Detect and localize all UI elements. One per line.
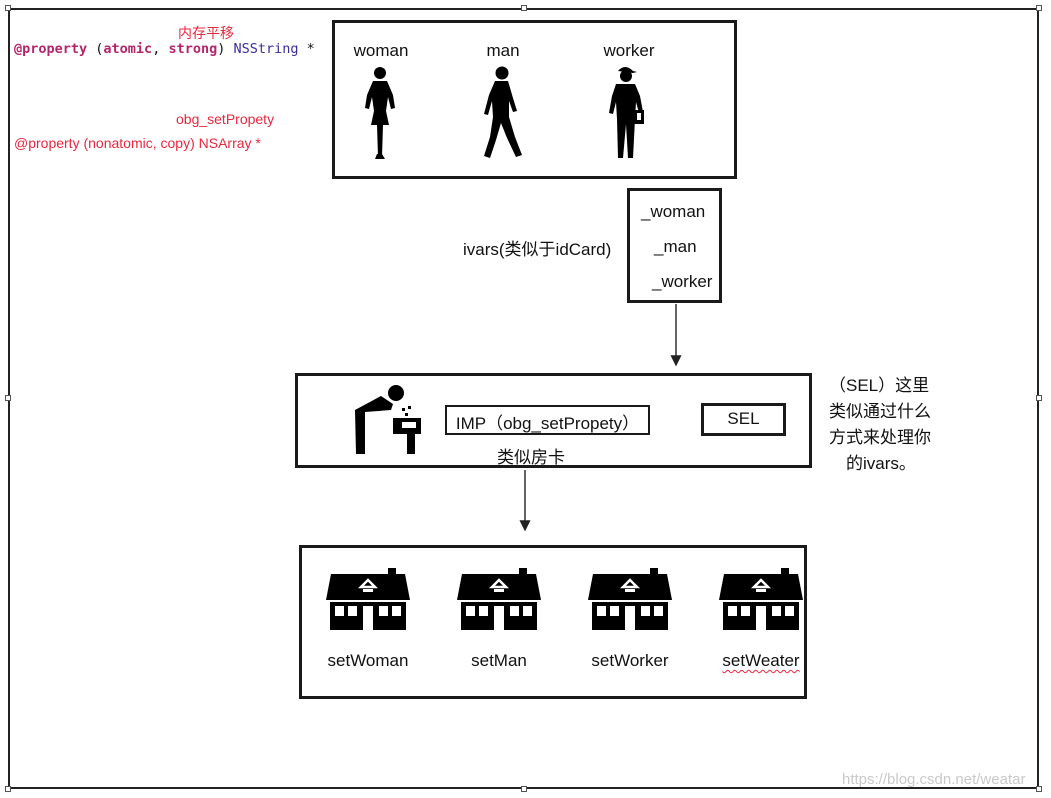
ivars-box bbox=[627, 188, 722, 303]
ivar-man: _man bbox=[654, 237, 697, 256]
worker-icon bbox=[606, 64, 652, 160]
property-declaration-atomic: @property (atomic, strong) NSString * bbox=[14, 41, 315, 57]
house-label-setwoman: setWoman bbox=[327, 651, 409, 670]
watermark: https://blog.csdn.net/weatar bbox=[842, 771, 1026, 788]
sel-note-line-1: （SEL）这里 bbox=[829, 376, 930, 395]
house-icon bbox=[587, 567, 673, 631]
room-card-caption: 类似房卡 bbox=[497, 448, 565, 467]
resize-handle-top-right[interactable] bbox=[1036, 5, 1042, 11]
resize-handle-bottom[interactable] bbox=[521, 786, 527, 792]
ivar-worker: _worker bbox=[652, 272, 713, 291]
sel-box bbox=[701, 403, 786, 436]
sel-note-line-3: 方式来处理你 bbox=[829, 428, 931, 447]
house-label-setweater: setWeater bbox=[722, 651, 800, 670]
man-icon bbox=[482, 65, 526, 160]
house-label-setworker: setWorker bbox=[591, 651, 669, 670]
woman-icon bbox=[358, 65, 402, 160]
house-icon bbox=[456, 567, 542, 631]
person-label-worker: worker bbox=[603, 41, 655, 60]
ivars-caption: ivars(类似于idCard) bbox=[463, 240, 612, 259]
drinking-fountain-icon bbox=[353, 382, 423, 454]
resize-handle-right[interactable] bbox=[1036, 395, 1042, 401]
resize-handle-bottom-left[interactable] bbox=[5, 786, 11, 792]
sel-label: SEL bbox=[727, 409, 760, 428]
resize-handle-top[interactable] bbox=[521, 5, 527, 11]
memory-offset-note: 内存平移 bbox=[178, 25, 234, 41]
setter-name-note: obg_setPropety bbox=[176, 111, 275, 127]
sel-note-line-2: 类似通过什么 bbox=[829, 402, 931, 421]
person-label-man: man bbox=[486, 41, 520, 60]
house-icon bbox=[718, 567, 804, 631]
imp-label: IMP（obg_setPropety） bbox=[455, 414, 640, 433]
person-label-woman: woman bbox=[353, 41, 409, 60]
resize-handle-bottom-right[interactable] bbox=[1036, 786, 1042, 792]
people-box bbox=[332, 20, 737, 179]
resize-handle-top-left[interactable] bbox=[5, 5, 11, 11]
ivar-woman: _woman bbox=[641, 202, 706, 221]
resize-handle-left[interactable] bbox=[5, 395, 11, 401]
property-declaration-nonatomic: @property (nonatomic, copy) NSArray * bbox=[14, 135, 261, 151]
house-label-setman: setMan bbox=[471, 651, 527, 670]
sel-note-line-4: 的ivars。 bbox=[846, 454, 916, 473]
imp-label-box bbox=[445, 405, 650, 435]
house-icon bbox=[325, 567, 411, 631]
